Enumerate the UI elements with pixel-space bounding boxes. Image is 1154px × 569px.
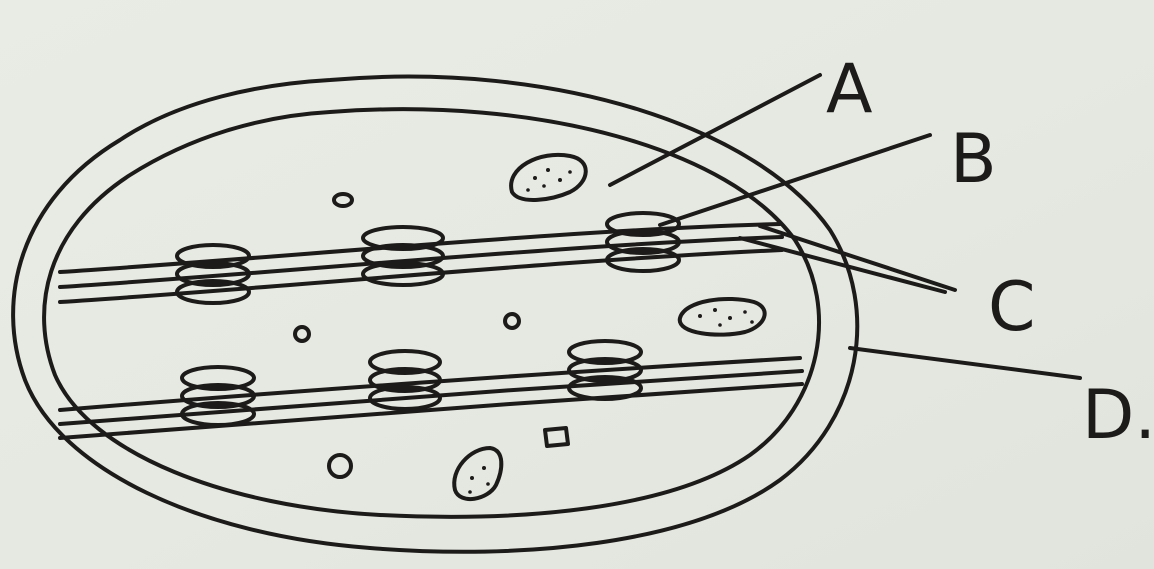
label-a: A bbox=[826, 50, 873, 129]
label-c: C bbox=[988, 268, 1035, 347]
label-d: D. bbox=[1082, 376, 1154, 455]
label-b: B bbox=[950, 120, 997, 199]
